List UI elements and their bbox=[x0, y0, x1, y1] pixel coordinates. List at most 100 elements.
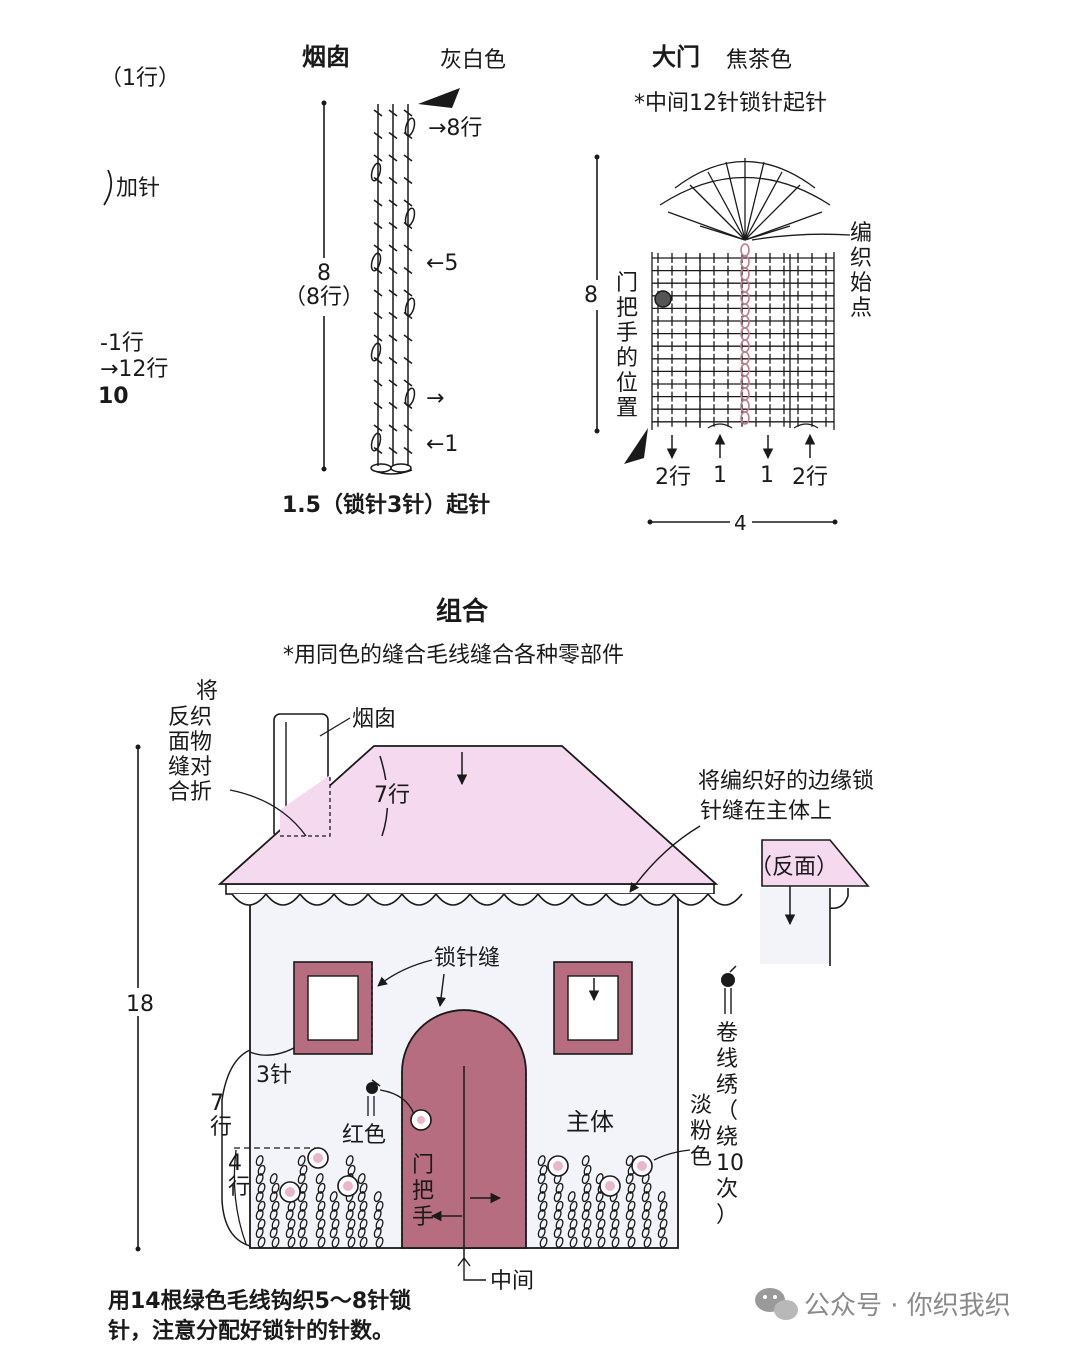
chain-stitch-label: 锁针缝 bbox=[434, 946, 500, 971]
wrap-stitch-char-2: 绣 bbox=[716, 1073, 738, 1098]
chimney-foundation-label: 1.5（锁针3针）起针 bbox=[282, 492, 490, 518]
bottom-note-line-2: 针，注意分配好锁针的针数。 bbox=[108, 1318, 394, 1344]
reverse-side-detail: （反面） bbox=[750, 839, 870, 966]
flowers bbox=[279, 1147, 653, 1203]
wrap-stitch-char-7: ） bbox=[716, 1203, 738, 1228]
door-height-num: 8 bbox=[584, 283, 598, 308]
fold-note-char-0: 将 bbox=[196, 679, 218, 704]
door-handle-char-0: 门 bbox=[412, 1153, 434, 1178]
door-bottom-label-3: 1 bbox=[760, 463, 774, 488]
chimney-height-rows: （8行） bbox=[284, 285, 364, 310]
handle-position-char-2: 手 bbox=[616, 321, 638, 346]
left-margin-labels: （1行） 加针 -1行 →12行 10 bbox=[98, 66, 180, 409]
door-handle-label: 门把手 bbox=[412, 1153, 434, 1230]
handle-position-char-3: 的 bbox=[616, 346, 638, 371]
assembly-height-18: 18 bbox=[126, 992, 154, 1017]
door-bottom-label-1: 2行 bbox=[655, 465, 691, 490]
door-handle-char-1: 把 bbox=[412, 1179, 434, 1204]
wrap-stitch-char-0: 卷 bbox=[716, 1021, 738, 1046]
bottom-note-line-1: 用14根绿色毛线钩织5～8针锁 bbox=[108, 1288, 411, 1314]
door-handle-char-2: 手 bbox=[412, 1205, 434, 1230]
red-color-label: 红色 bbox=[342, 1123, 386, 1148]
rows-7-char-1: 行 bbox=[210, 1115, 232, 1140]
chimney-turning-chains bbox=[370, 117, 416, 452]
edge-note-line-2: 针缝在主体上 bbox=[700, 799, 832, 824]
chimney-height-num: 8 bbox=[317, 261, 331, 286]
door-bottom-label-2: 1 bbox=[713, 463, 727, 488]
chimney-end-marker bbox=[418, 88, 460, 108]
wrap-stitch-char-1: 线 bbox=[716, 1047, 738, 1072]
assembly-note: *用同色的缝合毛线缝合各种零部件 bbox=[283, 643, 624, 668]
door-chart-title: 大门 bbox=[652, 43, 700, 71]
chimney-row-1-label: ←1 bbox=[426, 432, 458, 457]
rows-7-label: 7行 bbox=[210, 1091, 232, 1140]
watermark-text: 公众号 · 你织我织 bbox=[804, 1291, 1011, 1321]
light-pink-char-1: 粉 bbox=[690, 1119, 712, 1144]
house-roof bbox=[217, 745, 719, 885]
light-pink-char-2: 色 bbox=[690, 1145, 712, 1170]
middle-label: 中间 bbox=[490, 1269, 534, 1294]
wrap-stitch-char-3: （ bbox=[716, 1099, 738, 1124]
window-left bbox=[293, 961, 373, 1055]
light-pink-label: 淡粉色 bbox=[690, 1093, 712, 1170]
fold-note-line-2: 缝对 bbox=[168, 755, 212, 780]
start-point-char-2: 始 bbox=[850, 271, 872, 296]
start-point-char-1: 织 bbox=[850, 246, 872, 271]
rows-4-char-1: 行 bbox=[228, 1175, 250, 1200]
door-chart: 大门 焦茶色 *中间12针锁针起针 8 bbox=[583, 43, 872, 535]
fold-note-line-1: 面物 bbox=[168, 730, 212, 755]
door-color-label: 焦茶色 bbox=[726, 48, 792, 73]
chimney-row-5-label: ←5 bbox=[426, 251, 458, 276]
door-center-chain bbox=[740, 243, 750, 425]
edge-note-line-1: 将编织好的边缘锁 bbox=[698, 769, 874, 794]
wrap-stitch-char-5: 10 bbox=[716, 1151, 744, 1176]
door-handle-dot bbox=[654, 290, 672, 308]
door-chart-note: *中间12针锁针起针 bbox=[634, 91, 827, 116]
stitch-3-label: 3针 bbox=[256, 1063, 292, 1088]
watermark: 公众号 · 你织我织 bbox=[755, 1288, 1011, 1321]
assembly-title: 组合 bbox=[436, 596, 489, 627]
window-right bbox=[553, 961, 633, 1055]
wrap-stitch-pin bbox=[721, 965, 737, 1014]
roof-scallop-edging bbox=[225, 883, 743, 906]
main-body-label: 主体 bbox=[566, 1108, 614, 1136]
rows-4-char-0: 4 bbox=[228, 1151, 242, 1176]
handle-position-char-1: 把 bbox=[616, 296, 638, 321]
handle-position-char-0: 门 bbox=[616, 271, 638, 296]
chimney-stitch-grid bbox=[370, 104, 413, 475]
left-row-minus-1-label: -1行 bbox=[100, 331, 144, 356]
door-stitch-grid bbox=[651, 158, 851, 430]
door-end-marker bbox=[624, 428, 648, 464]
handle-position-char-4: 位 bbox=[616, 371, 638, 396]
left-row-12-label: →12行 bbox=[100, 357, 168, 382]
roof-rows-label: 7行 bbox=[374, 783, 410, 808]
wechat-icon bbox=[755, 1288, 798, 1320]
fold-note-line-3: 合折 bbox=[168, 780, 212, 805]
start-point-char-0: 编 bbox=[850, 221, 872, 246]
start-point-char-3: 点 bbox=[850, 296, 872, 321]
light-pink-char-0: 淡 bbox=[690, 1093, 712, 1118]
fold-note-line-0: 反织 bbox=[168, 705, 212, 730]
wrap-stitch-char-4: 绕 bbox=[716, 1125, 738, 1150]
red-color-pin: 红色 bbox=[342, 1079, 415, 1148]
left-increase-label: 加针 bbox=[116, 176, 160, 201]
door-width-num: 4 bbox=[734, 511, 747, 535]
handle-position-char-5: 置 bbox=[616, 396, 638, 421]
wrap-stitch-char-6: 次 bbox=[716, 1177, 738, 1202]
chimney-color-label: 灰白色 bbox=[440, 48, 506, 73]
chimney-piece-label: 烟囱 bbox=[352, 707, 396, 732]
door-bottom-label-4: 2行 bbox=[792, 465, 828, 490]
chimney-chart: 烟囱 灰白色 8 （8行） bbox=[282, 43, 506, 518]
left-row-1-label: （1行） bbox=[100, 66, 180, 91]
left-num-10-label: 10 bbox=[98, 384, 129, 409]
chimney-chart-title: 烟囱 bbox=[302, 43, 350, 71]
flower-stems bbox=[255, 1155, 668, 1248]
chimney-row-8-label: →8行 bbox=[428, 116, 482, 141]
rows-4-label: 4行 bbox=[228, 1151, 250, 1200]
